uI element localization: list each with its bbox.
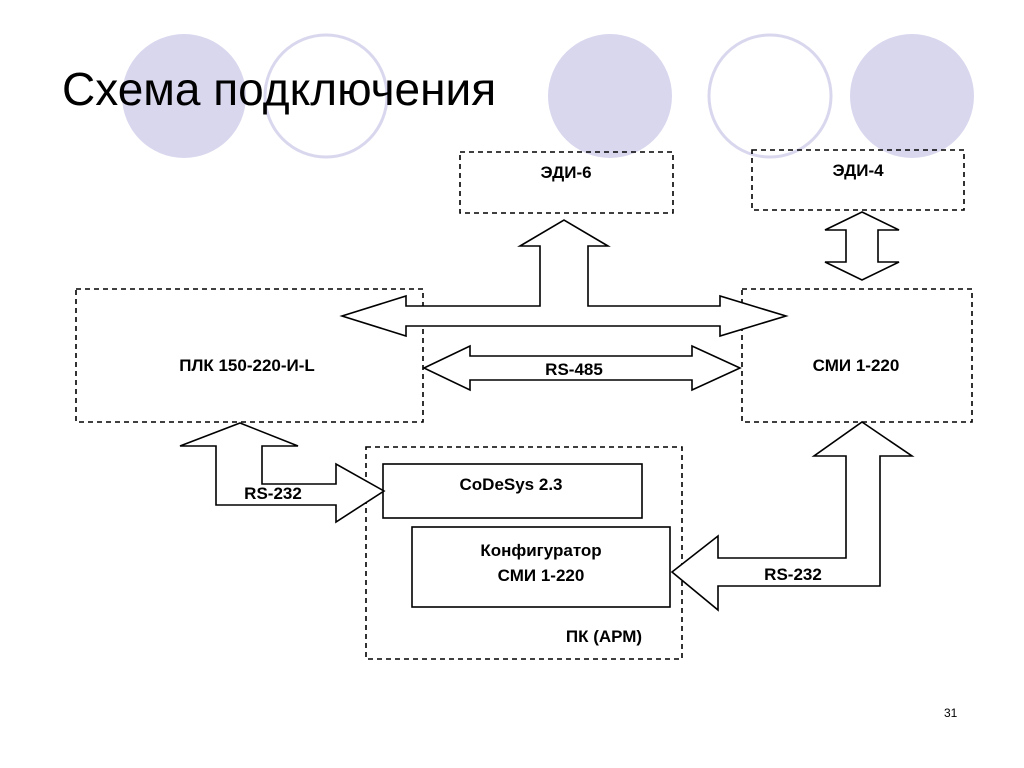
rs232-left-arrow xyxy=(179,422,386,524)
decor-circle-filled xyxy=(548,34,672,158)
slide-title: Схема подключения xyxy=(62,63,497,115)
codesys-label: CoDeSys 2.3 xyxy=(460,475,563,494)
edi6-label: ЭДИ-6 xyxy=(540,163,591,182)
pc-box xyxy=(365,446,683,660)
rs485-label: RS-485 xyxy=(545,360,603,379)
decorative-circles xyxy=(122,33,974,159)
edi6-box xyxy=(459,151,674,214)
edi4-label: ЭДИ-4 xyxy=(832,161,884,180)
configurator-box xyxy=(411,526,671,608)
edi4-smi-arrow xyxy=(824,211,900,281)
smi-box xyxy=(741,288,973,423)
rs232-right-arrow xyxy=(670,421,915,612)
edi4-box xyxy=(751,149,965,211)
configurator-label-line2: СМИ 1-220 xyxy=(498,566,585,585)
decor-circle-filled xyxy=(122,34,246,158)
plc-box xyxy=(75,288,424,423)
rs232-right-label: RS-232 xyxy=(764,565,822,584)
plc-label: ПЛК 150-220-И-L xyxy=(179,356,315,375)
decor-circle-outline xyxy=(707,33,833,159)
decor-circle-outline xyxy=(263,33,389,159)
configurator-label-line1: Конфигуратор xyxy=(480,541,601,560)
smi-label: СМИ 1-220 xyxy=(813,356,900,375)
decor-circle-filled xyxy=(850,34,974,158)
page-number: 31 xyxy=(944,706,958,720)
codesys-box xyxy=(382,463,643,519)
rs232-left-label: RS-232 xyxy=(244,484,302,503)
bus-arrow-edi6 xyxy=(339,219,789,338)
rs485-arrow xyxy=(422,344,742,392)
pc-label: ПК (АРМ) xyxy=(566,627,642,646)
